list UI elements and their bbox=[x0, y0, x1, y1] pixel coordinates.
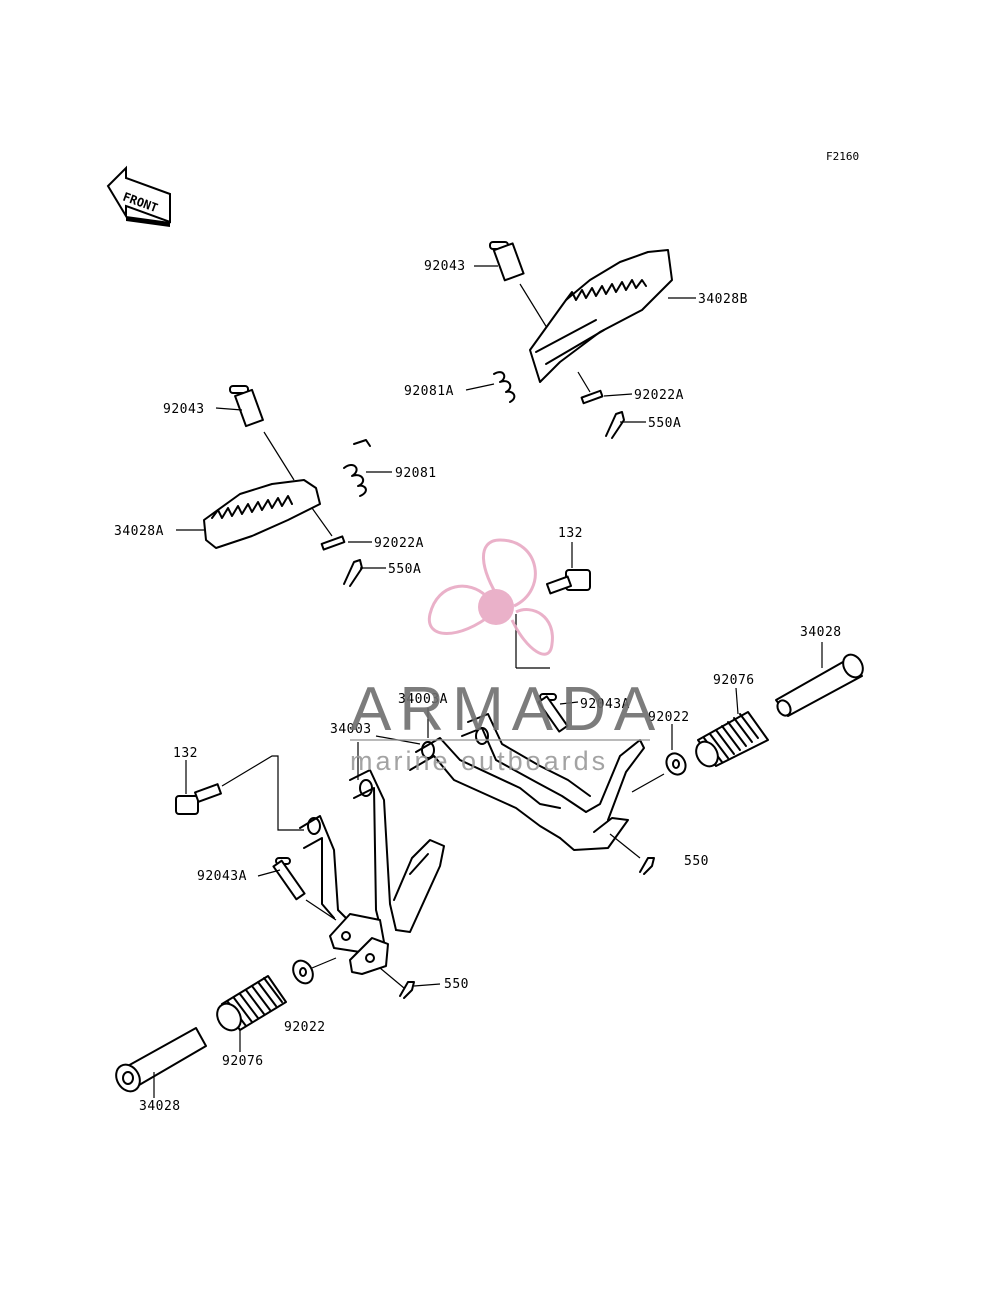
label-92022-right: 92022 bbox=[648, 710, 690, 725]
label-34028-right: 34028 bbox=[800, 625, 842, 640]
grip-right-drawing bbox=[665, 642, 864, 776]
label-92076-right: 92076 bbox=[713, 673, 755, 688]
footpeg-left-drawing bbox=[176, 385, 392, 587]
label-92043A-left: 92043A bbox=[197, 869, 247, 884]
reference-code: F2160 bbox=[826, 150, 859, 163]
label-92022-left: 92022 bbox=[284, 1020, 326, 1035]
watermark-tagline: marine outboards bbox=[350, 746, 608, 776]
label-34028-left: 34028 bbox=[139, 1099, 181, 1114]
label-132-right: 132 bbox=[558, 526, 583, 541]
watermark-brand: ARMADA bbox=[350, 675, 663, 744]
label-92043A-right: 92043A bbox=[580, 697, 630, 712]
bolt-right-drawing bbox=[515, 542, 591, 669]
label-92081: 92081 bbox=[395, 466, 437, 481]
label-132-left: 132 bbox=[173, 746, 198, 761]
label-34028A: 34028A bbox=[114, 524, 164, 539]
label-92022A-right: 92022A bbox=[634, 388, 684, 403]
label-92043-left: 92043 bbox=[163, 402, 205, 417]
watermark: ARMADA marine outboards bbox=[350, 538, 663, 776]
label-550A-left: 550A bbox=[388, 562, 421, 577]
label-550-right: 550 bbox=[684, 854, 709, 869]
label-550-left: 550 bbox=[444, 977, 469, 992]
label-92076-left: 92076 bbox=[222, 1054, 264, 1069]
label-34003: 34003 bbox=[330, 722, 372, 737]
label-34028B: 34028B bbox=[698, 292, 748, 307]
label-92081A: 92081A bbox=[404, 384, 454, 399]
label-550A-right: 550A bbox=[648, 416, 681, 431]
grip-left-drawing bbox=[115, 975, 287, 1098]
label-92022A-left: 92022A bbox=[374, 536, 424, 551]
label-34003A: 34003A bbox=[398, 692, 448, 707]
propeller-icon bbox=[427, 538, 554, 656]
label-92043-right: 92043 bbox=[424, 259, 466, 274]
part-labels: 92043 34028B 92081A 92022A 550A 92043 92… bbox=[114, 259, 842, 1114]
bracket-34003-drawing bbox=[175, 742, 445, 999]
footpeg-right-drawing bbox=[465, 241, 696, 439]
front-arrow-icon: FRONT bbox=[106, 165, 171, 227]
